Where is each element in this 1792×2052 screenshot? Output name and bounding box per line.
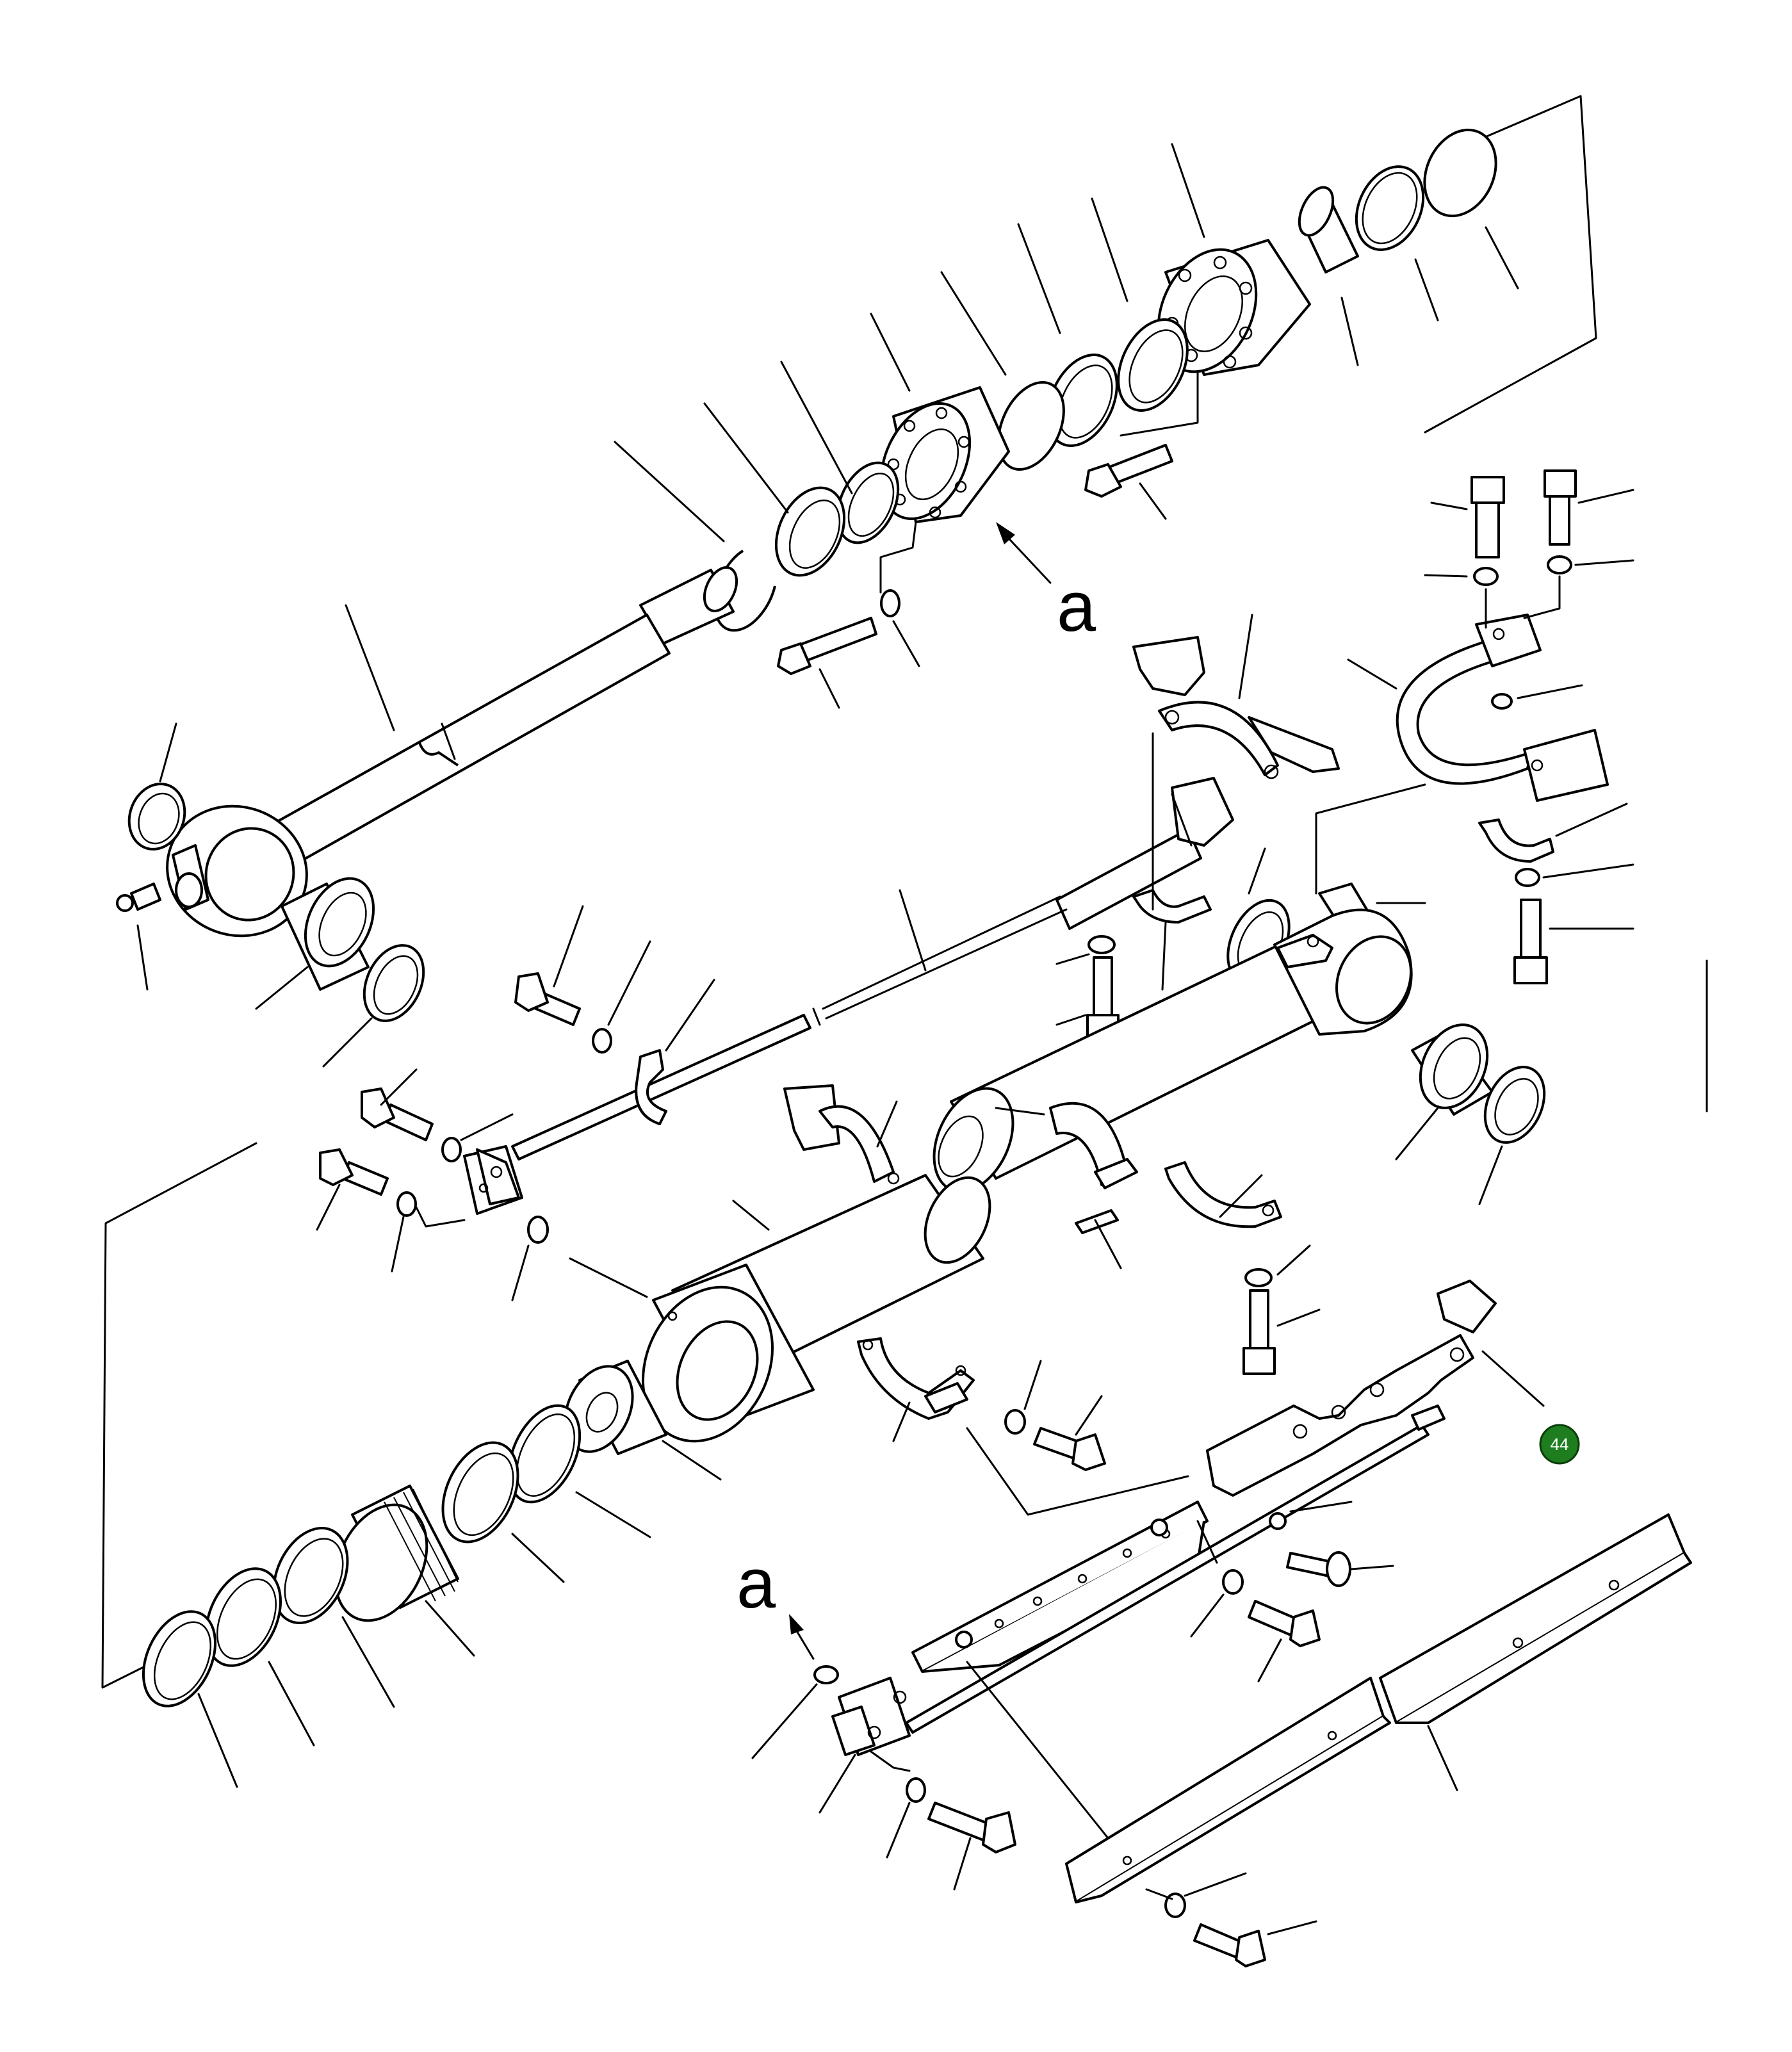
washer-pipe-middle <box>1087 935 1116 954</box>
piston-nut <box>564 1360 667 1455</box>
seal-ring-1 <box>1117 318 1189 412</box>
washer-clip-left <box>592 1028 612 1054</box>
bolt-upipe-3 <box>1513 899 1548 984</box>
bushing-eye <box>281 877 375 991</box>
cylinder-tube-upper <box>933 908 1413 1193</box>
ring-piston-2 <box>441 1441 519 1543</box>
seal-rod-1 <box>836 461 900 544</box>
pipe-diagonal <box>511 895 1068 1160</box>
guard-short-lower <box>1065 1677 1391 1903</box>
section-label-a-upper: a <box>1057 567 1096 646</box>
ring-piston-5 <box>142 1610 217 1707</box>
washer-upipe-1 <box>1473 567 1499 586</box>
backup-ring-top <box>1355 165 1425 251</box>
dust-seal-eye-bottom <box>362 944 425 1022</box>
bolt-flange-left-1 <box>361 1087 434 1141</box>
callout-badge-44[interactable]: 44 <box>1539 1424 1580 1465</box>
piston-rod <box>268 566 738 866</box>
washer-rod-cover <box>880 589 900 617</box>
piston <box>334 1485 459 1622</box>
seal-rod-2 <box>774 486 846 577</box>
grease-fitting-eye <box>116 883 161 912</box>
oring-flange-lower <box>813 1665 839 1684</box>
flange-block-lower <box>831 1677 911 1756</box>
clamp-band-tube <box>1049 1102 1138 1234</box>
bushing-top <box>1298 186 1359 273</box>
rod-cover-middle <box>879 386 1010 523</box>
clamp-right-lower <box>1164 1161 1282 1228</box>
pipe-long <box>1055 777 1234 930</box>
bolt-clip-left <box>514 972 581 1026</box>
clamp-pipe-middle <box>1132 889 1212 924</box>
washer-clamp-lower <box>1004 1409 1026 1435</box>
ring-piston-4 <box>204 1567 282 1667</box>
washer-flange-left-1 <box>441 1137 462 1162</box>
washer-flange-left-2 <box>396 1191 417 1217</box>
guard-long-lower <box>1379 1513 1692 1724</box>
section-label-a-lower: a <box>737 1544 776 1623</box>
washer-right-lower <box>1244 1268 1273 1287</box>
washer-guard-lower <box>1164 1893 1186 1918</box>
clamp-lower-middle <box>857 1337 975 1420</box>
clamp-tube-middle <box>783 1084 900 1185</box>
callout-number-44: 44 <box>1551 1435 1569 1454</box>
bolt-upipe-2 <box>1544 469 1577 546</box>
oring-mid-upper <box>997 381 1065 471</box>
guard-plate-upper <box>1206 1280 1497 1497</box>
bolt-upipe-1 <box>1470 476 1505 558</box>
bolt-flange-left-2 <box>319 1148 389 1196</box>
bracket-top-right <box>1424 95 1597 434</box>
bolt-right-lower <box>1242 1289 1276 1375</box>
bolt-tie-rod <box>1286 1551 1351 1587</box>
oring-flange-left <box>527 1216 549 1244</box>
washer-upipe-3 <box>1515 868 1540 887</box>
bolt-upper-head <box>1084 444 1173 498</box>
clip-upipe <box>1478 818 1554 863</box>
cylinder-tube-main <box>641 1174 991 1443</box>
washer-upipe-2 <box>1547 555 1572 574</box>
oring-upipe <box>1491 693 1513 710</box>
ring-piston-3 <box>272 1526 349 1625</box>
dust-seal-eye-top <box>127 783 186 851</box>
bolt-flange-lower <box>927 1802 1016 1853</box>
dust-seal-tube-right <box>1483 1066 1546 1144</box>
bolt-clamp-lower <box>1033 1427 1106 1471</box>
clip-left <box>635 1049 667 1125</box>
oring-top <box>1423 128 1497 218</box>
guard-plate-middle <box>911 1501 1209 1673</box>
bolt-guard-lower <box>1193 1923 1266 1967</box>
bolt-tie-rod-2 <box>1248 1600 1321 1647</box>
washer-tie-rod <box>1222 1569 1244 1595</box>
clamp-bracket-top <box>1132 636 1340 779</box>
flange-block-left <box>463 1145 523 1215</box>
washer-flange-lower <box>906 1777 926 1803</box>
tie-rod <box>905 1405 1446 1734</box>
ring-piston-1 <box>507 1404 582 1504</box>
u-pipe <box>1396 614 1609 802</box>
bolt-rod-cover <box>777 617 877 675</box>
